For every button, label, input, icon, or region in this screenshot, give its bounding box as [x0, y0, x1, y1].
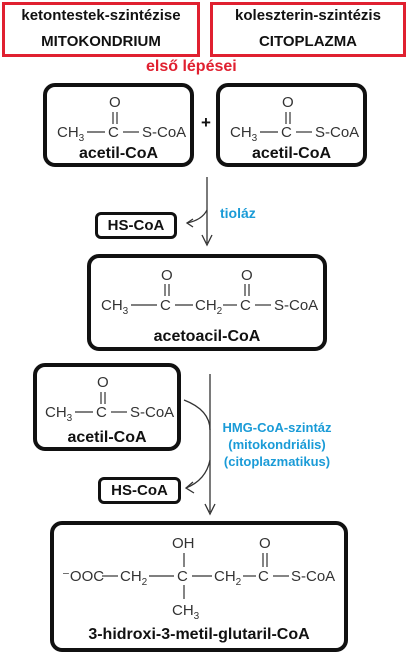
carboxylate-group: ⁻OOC	[62, 568, 104, 585]
cytoplasm-label: CITOPLAZMA	[258, 33, 358, 50]
hmg-coa-structure: OH O ⁻OOC CH2 C CH2 C S-CoA CH3	[62, 535, 335, 622]
svg-text:CH2: CH2	[214, 568, 242, 588]
svg-text:CH3: CH3	[230, 124, 258, 144]
svg-text:S-CoA: S-CoA	[130, 404, 174, 421]
thiolase-label: tioláz	[220, 205, 256, 221]
hmg-coa-box: OH O ⁻OOC CH2 C CH2 C S-CoA CH3 3-hidrox…	[50, 521, 348, 652]
svg-text:C: C	[177, 568, 188, 585]
svg-text:C: C	[281, 124, 292, 141]
acetyl-coa-box-2: O CH3 C S-CoA acetil-CoA	[216, 83, 367, 167]
methyl-group: CH3	[172, 602, 200, 622]
acetyl-structure-2: O CH3 C S-CoA	[230, 94, 359, 144]
svg-text:CH2: CH2	[120, 568, 148, 588]
subtitle-first-steps: első lépései	[146, 58, 237, 75]
cytoplasm-header-box: koleszterin-szintézis CITOPLAZMA	[210, 2, 406, 57]
svg-text:O: O	[97, 374, 109, 391]
hmg-synthase-mito: (mitokondriális)	[228, 437, 326, 452]
acetoacetyl-structure: O O CH3 C CH2 C S-CoA	[101, 267, 318, 317]
carbonyl-carbon: C	[108, 124, 119, 141]
svg-text:C: C	[240, 297, 251, 314]
hs-coa-box-2: HS-CoA	[98, 477, 181, 504]
acetoacetyl-coa-label: acetoacil-CoA	[153, 328, 261, 345]
svg-text:O: O	[241, 267, 253, 284]
svg-text:S-CoA: S-CoA	[315, 124, 359, 141]
ch3-group: CH3	[57, 124, 85, 144]
cholesterol-synthesis-label: koleszterin-szintézis	[235, 7, 381, 24]
hydroxyl-group: OH	[172, 535, 195, 552]
acetyl-coa-box-1: O CH3 C S-CoA acetil-CoA	[43, 83, 194, 167]
ketone-synthesis-label: ketontestek-szintézise	[21, 7, 181, 24]
svg-text:CH3: CH3	[101, 297, 129, 317]
hmg-coa-label: 3-hidroxi-3-metil-glutaril-CoA	[88, 626, 310, 643]
acetyl-coa-label-1: acetil-CoA	[78, 145, 159, 162]
hmg-synthase-name: HMG-CoA-szintáz	[222, 420, 332, 435]
svg-text:S-CoA: S-CoA	[291, 568, 335, 585]
svg-text:CH2: CH2	[195, 297, 223, 317]
acetyl-coa-label-3: acetil-CoA	[67, 429, 147, 446]
scoa-group: S-CoA	[142, 124, 186, 141]
acetyl-structure-1: O CH3 C S-CoA	[57, 94, 186, 144]
hs-coa-box-1: HS-CoA	[95, 212, 177, 239]
oxygen-atom: O	[109, 94, 121, 111]
acetyl-coa-label-2: acetil-CoA	[251, 145, 332, 162]
hmg-synthase-cyto: (citoplazmatikus)	[223, 454, 331, 469]
svg-text:O: O	[161, 267, 173, 284]
mitochondrion-header-box: ketontestek-szintézise MITOKONDRIUM	[2, 2, 200, 57]
svg-text:O: O	[282, 94, 294, 111]
hmg-synthase-label: HMG-CoA-szintáz (mitokondriális) (citopl…	[216, 420, 338, 469]
svg-text:O: O	[259, 535, 271, 552]
svg-text:C: C	[96, 404, 107, 421]
mitochondrion-label: MITOKONDRIUM	[41, 33, 161, 50]
svg-text:C: C	[258, 568, 269, 585]
thiolase-arrow	[185, 177, 213, 247]
acetyl-structure-3: O CH3 C S-CoA	[45, 374, 174, 424]
svg-text:C: C	[160, 297, 171, 314]
acetyl-coa-box-3: O CH3 C S-CoA acetil-CoA	[33, 363, 181, 451]
acetoacetyl-coa-box: O O CH3 C CH2 C S-CoA acetoacil-CoA	[87, 254, 327, 351]
svg-text:CH3: CH3	[45, 404, 73, 424]
plus-sign: +	[201, 113, 211, 132]
hmg-synthase-arrow	[183, 374, 216, 516]
svg-text:S-CoA: S-CoA	[274, 297, 318, 314]
